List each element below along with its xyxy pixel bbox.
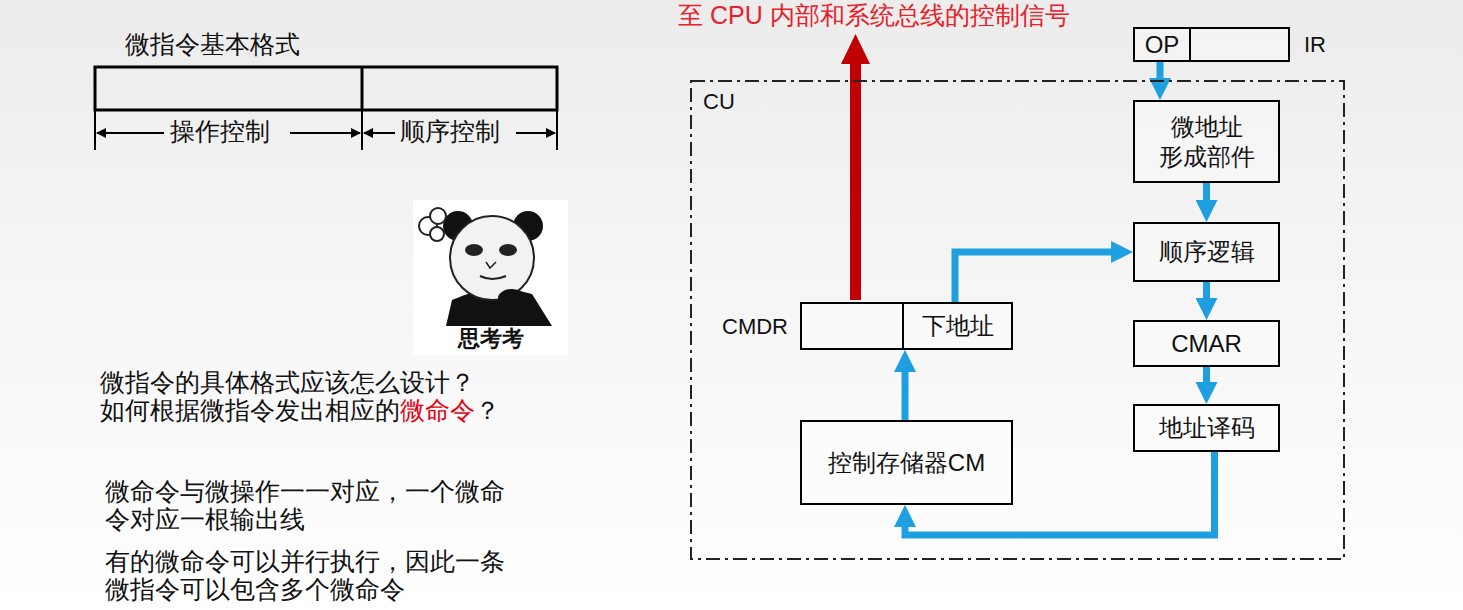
control-signal-arrow (841, 34, 870, 300)
empty-field (802, 304, 904, 348)
flow-arrow (1203, 367, 1210, 390)
flow-arrow (902, 364, 909, 420)
sequence-logic-box: 顺序逻辑 (1133, 222, 1280, 282)
box-label: CMAR (1171, 329, 1242, 359)
cmdr-register: CMDR下地址 (800, 302, 1013, 350)
question-text: 如何根据微指令发出相应的 (100, 396, 400, 426)
register-name: IR (1304, 31, 1326, 59)
register-name: CMDR (722, 313, 788, 341)
note-text: 有的微命令可以并行执行，因此一条微指令可以包含多个微命令 (105, 548, 523, 604)
flow-arrow (1203, 183, 1210, 208)
format-bar (95, 67, 557, 150)
signal-label: 至 CPU 内部和系统总线的控制信号 (678, 0, 1070, 30)
box-label: 地址译码 (1159, 413, 1255, 443)
question-text: 微指令的具体格式应该怎么设计？ (100, 368, 475, 398)
note-text: 微命令与微操作一一对应，一个微命令对应一根输出线 (105, 478, 523, 534)
region-label: CU (703, 88, 735, 116)
flow-arrow (1157, 62, 1164, 86)
format-title: 微指令基本格式 (125, 30, 300, 60)
opcode-field: OP (1135, 29, 1191, 60)
instruction-register: OPIR (1133, 27, 1290, 62)
panda-meme (413, 200, 568, 355)
cmar-box: CMAR (1133, 320, 1280, 367)
control-unit-region: 微地址 形成部件顺序逻辑CMAR地址译码CMDR下地址控制存储器CMCU (690, 80, 1345, 560)
box-label: 顺序逻辑 (1159, 237, 1255, 267)
highlight-term: 微命令 (400, 396, 475, 426)
flow-arrow (1203, 282, 1210, 306)
region-border (691, 81, 1344, 559)
box-label: 微地址 形成部件 (1143, 112, 1270, 172)
flow-arrow (955, 252, 1119, 302)
next-address-field: 下地址 (904, 304, 1011, 348)
address-decoder-box: 地址译码 (1133, 404, 1280, 452)
control-memory-box: 控制存储器CM (800, 420, 1013, 505)
box-label: 控制存储器CM (828, 448, 985, 478)
field-label: 顺序控制 (400, 117, 500, 147)
question-text: ？ (475, 396, 500, 426)
meme-caption: 思考考 (413, 326, 568, 352)
field-label: 操作控制 (170, 117, 270, 147)
address-former-box: 微地址 形成部件 (1133, 100, 1280, 183)
